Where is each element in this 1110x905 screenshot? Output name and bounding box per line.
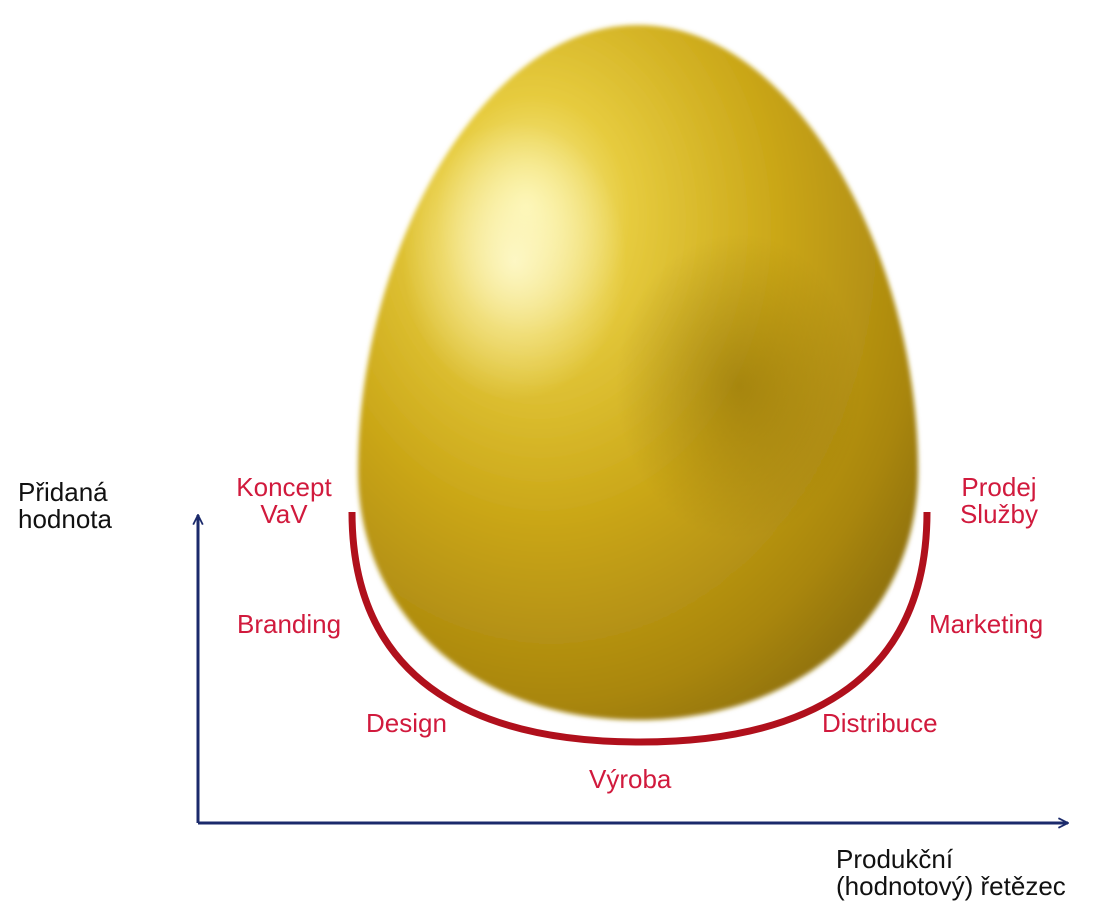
- y-axis-label-line2: hodnota: [18, 504, 112, 535]
- y-axis-label-line1: Přidaná: [18, 477, 108, 507]
- value-curve: [348, 511, 931, 746]
- golden-egg-icon: [358, 25, 918, 720]
- stage-distribuce: Distribuce: [822, 708, 938, 738]
- x-axis-label: Produkční (hodnotový) řetězec: [836, 844, 1066, 902]
- x-axis-label-line2: (hodnotový) řetězec: [836, 871, 1066, 902]
- stage-prodej-line1: Prodej: [961, 472, 1037, 502]
- stage-vyroba: Výroba: [589, 764, 672, 794]
- x-axis-label-line1: Produkční: [836, 844, 954, 874]
- stage-prodej-sluzby: Prodej Služby: [944, 472, 1054, 530]
- stage-marketing: Marketing: [929, 609, 1044, 639]
- stage-prodej-line2: Služby: [959, 499, 1039, 530]
- stage-design: Design: [366, 708, 447, 738]
- stage-branding: Branding: [237, 609, 342, 639]
- stage-koncept-line2: VaV: [260, 499, 308, 530]
- stage-koncept-vav: Koncept VaV: [224, 472, 344, 530]
- stage-koncept-line1: Koncept: [236, 472, 332, 502]
- y-axis-label: Přidaná hodnota: [18, 477, 112, 535]
